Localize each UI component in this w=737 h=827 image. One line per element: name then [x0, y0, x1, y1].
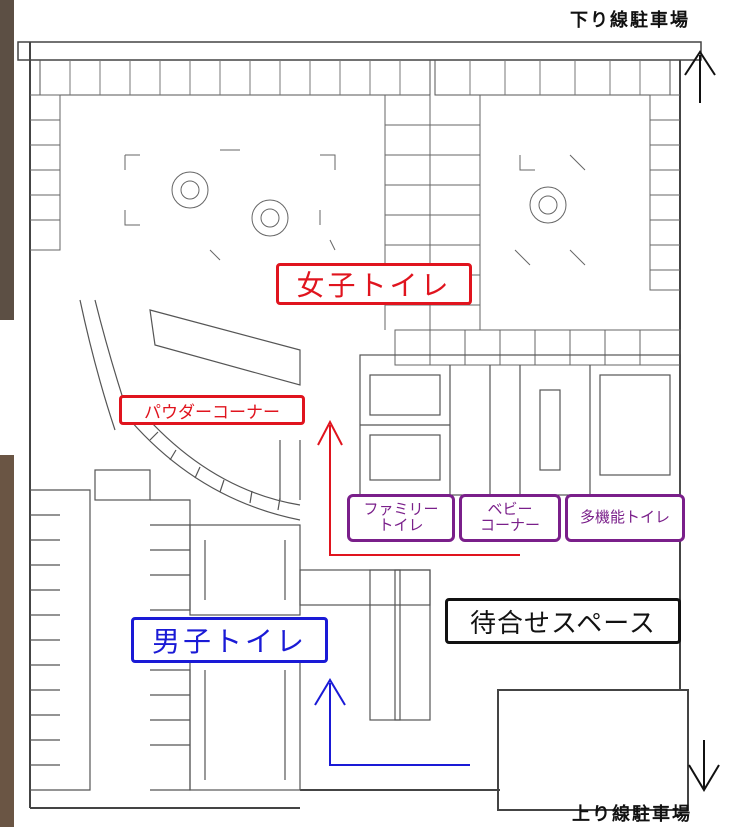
waiting-space-label: 待合せスペース [445, 598, 681, 644]
multipurpose-toilet-label: 多機能トイレ [565, 494, 685, 542]
powder-arc [79, 299, 301, 521]
women-stalls-top [39, 60, 671, 96]
men-toilet-label: 男子トイレ [131, 617, 328, 663]
up-line-parking-label: 上り線駐車場 [572, 804, 692, 825]
powder-corner-label: パウダーコーナー [119, 395, 305, 425]
women-route-arrow [317, 419, 520, 556]
women-toilet-label: 女子トイレ [276, 263, 472, 305]
facility-rooms [359, 354, 681, 496]
women-stalls-left [30, 94, 681, 366]
down-line-parking-label: 下り線駐車場 [570, 10, 690, 31]
men-area [30, 440, 431, 791]
parking-arrows [684, 50, 720, 792]
outer-walls [17, 41, 702, 811]
photo-edge-bottom [0, 455, 14, 827]
photo-edge-top [0, 0, 14, 320]
fixtures [124, 149, 586, 266]
baby-corner-label: ベビー コーナー [459, 494, 561, 542]
family-toilet-label: ファミリー トイレ [347, 494, 455, 542]
men-route-arrow [314, 678, 470, 766]
